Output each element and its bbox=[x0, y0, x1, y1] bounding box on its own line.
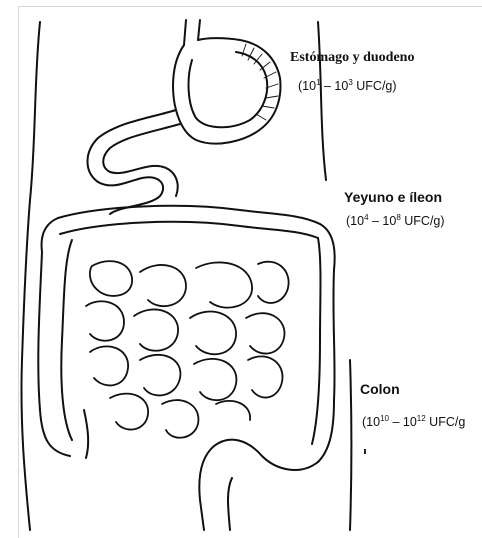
ascending-colon-inner bbox=[61, 240, 72, 440]
small-intestine bbox=[86, 261, 289, 438]
esophagus bbox=[184, 20, 200, 45]
stray-mark bbox=[364, 449, 366, 454]
stomach-label: Estómago y duodeno bbox=[290, 50, 414, 66]
body-outline-left bbox=[21, 22, 40, 530]
body-outline-right bbox=[318, 22, 326, 180]
stomach-inner bbox=[189, 52, 268, 127]
appendix bbox=[84, 410, 88, 458]
stomach-count-range: (101 – 103 UFC/g) bbox=[298, 79, 397, 93]
sigmoid-colon bbox=[199, 440, 318, 530]
rectum bbox=[228, 478, 232, 530]
duodenum bbox=[88, 110, 177, 214]
colon-label: Colon bbox=[360, 381, 400, 397]
descending-colon-inner bbox=[312, 238, 321, 444]
colon-count-range: (1010 – 1012 UFC/g bbox=[362, 415, 465, 429]
body-outline-right-lower bbox=[350, 360, 352, 530]
jejunum-ileum-count-range: (104 – 108 UFC/g) bbox=[346, 214, 445, 228]
jejunum-ileum-label: Yeyuno e íleon bbox=[344, 189, 442, 205]
transverse-colon-inner bbox=[60, 222, 318, 238]
